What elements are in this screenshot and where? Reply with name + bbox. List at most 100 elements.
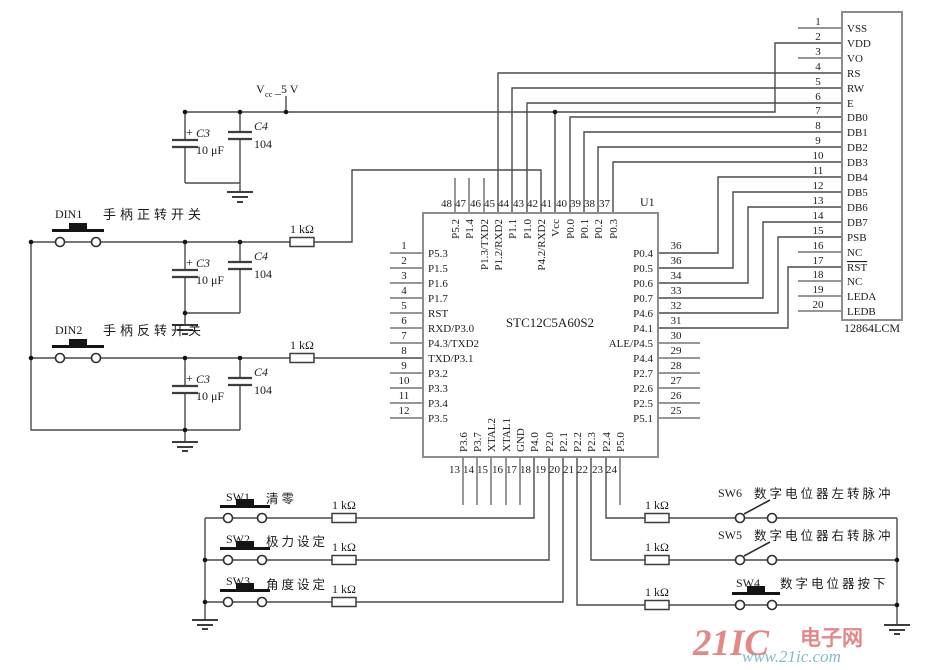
sw4-desc: 数字电位器按下 xyxy=(780,576,889,591)
pin-num: 21 xyxy=(563,464,574,476)
r-din2: 1 kΩ xyxy=(290,338,314,352)
pin-num: 1 xyxy=(815,16,821,28)
r-sw3: 1 kΩ xyxy=(332,582,356,596)
sw6-desc: 数字电位器左转脉冲 xyxy=(754,486,894,501)
pin-num: 10 xyxy=(813,150,825,162)
pin-num: 3 xyxy=(815,46,821,58)
pin-name: DB7 xyxy=(847,217,868,229)
ic-bottom-pins: 13 P3.6 14 P3.7 15 XTAL2 16 XTAL1 17 GND… xyxy=(449,418,627,476)
pin-name: P1.1 xyxy=(507,219,519,239)
pin-name: P2.7 xyxy=(633,368,653,380)
sw2-ref: SW2 xyxy=(226,532,250,546)
pin-name: P4.1 xyxy=(633,323,653,335)
pin-name: XTAL1 xyxy=(501,418,513,452)
pin-num: 12 xyxy=(399,405,410,417)
pin-name: P4.3/TXD2 xyxy=(428,338,479,350)
pin-num: 36 xyxy=(671,255,683,267)
pin-num: 28 xyxy=(671,360,683,372)
pin-num: 7 xyxy=(815,105,821,117)
pin-num: 16 xyxy=(492,464,504,476)
watermark: 21IC 电子网 www.21ic.com xyxy=(692,623,863,666)
pin-name: VO xyxy=(847,53,863,65)
pin-name: RS xyxy=(847,68,860,80)
pin-name: VDD xyxy=(847,38,871,50)
pin-name: DB1 xyxy=(847,127,868,139)
junction-dots xyxy=(28,109,900,608)
pin-num: 45 xyxy=(484,198,496,210)
pin-name: VSS xyxy=(847,23,867,35)
pin-name: RST xyxy=(847,262,867,274)
sw1-desc: 清零 xyxy=(266,492,297,506)
pin-num: 46 xyxy=(470,198,482,210)
pin-name: P5.0 xyxy=(615,432,627,452)
pin-name: P1.3/TXD2 xyxy=(479,219,491,270)
pin-num: 24 xyxy=(606,464,618,476)
resistor-labels: 1 kΩ 1 kΩ 1 kΩ 1 kΩ 1 kΩ 1 kΩ 1 kΩ 1 kΩ xyxy=(290,222,669,599)
ic-part-number: STC12C5A60S2 xyxy=(506,315,594,330)
pin-name: RW xyxy=(847,83,865,95)
pin-num: 25 xyxy=(671,405,683,417)
pin-num: 23 xyxy=(592,464,604,476)
pin-num: 5 xyxy=(401,300,407,312)
pin-name: P3.4 xyxy=(428,398,448,410)
pin-num: 20 xyxy=(549,464,561,476)
pin-num: 15 xyxy=(813,225,825,237)
pin-num: 27 xyxy=(671,375,683,387)
pin-name: P4.4 xyxy=(633,353,653,365)
pin-num: 44 xyxy=(498,198,510,210)
pin-name: GND xyxy=(515,428,527,452)
pin-num: 6 xyxy=(401,315,407,327)
c3-plus: + xyxy=(186,371,193,385)
pin-num: 6 xyxy=(815,91,821,103)
pin-name: P5.2 xyxy=(450,219,462,239)
din1-desc: 手柄正转开关 xyxy=(103,207,205,222)
lcd-pins: 1 VSS 2 VDD 3 VO 4 RS 5 RW 6 E 7 DB0 8 D… xyxy=(813,16,877,318)
sw5-lever xyxy=(743,541,771,557)
pin-num: 13 xyxy=(449,464,461,476)
ic-right-pins: 36 P0.4 36 P0.5 34 P0.6 33 P0.7 32 P4.6 … xyxy=(609,240,682,425)
pin-name: P4.6 xyxy=(633,308,653,320)
pin-name: P2.6 xyxy=(633,383,653,395)
pin-name: DB2 xyxy=(847,142,868,154)
pin-num: 17 xyxy=(813,255,825,267)
pin-name: DB4 xyxy=(847,172,868,184)
pin-name: P5.1 xyxy=(633,413,653,425)
sw1-ref: SW1 xyxy=(226,490,250,504)
pin-name: P0.3 xyxy=(608,219,620,239)
pin-name: ALE/P4.5 xyxy=(609,338,654,350)
pin-num: 18 xyxy=(520,464,532,476)
c3-value: 10 μF xyxy=(196,389,224,403)
watermark-site: 电子网 xyxy=(800,626,863,650)
pin-name: DB6 xyxy=(847,202,868,214)
pin-num: 9 xyxy=(401,360,407,372)
c4-value: 104 xyxy=(254,383,272,397)
pin-num: 31 xyxy=(671,315,682,327)
pin-num: 22 xyxy=(577,464,588,476)
pin-name: P1.6 xyxy=(428,278,448,290)
pin-num: 3 xyxy=(401,270,407,282)
pin-name: DB5 xyxy=(847,187,868,199)
watermark-url: www.21ic.com xyxy=(742,647,841,666)
c4-ref: C4 xyxy=(254,365,268,379)
sw6-ref: SW6 xyxy=(718,486,742,500)
r-sw4: 1 kΩ xyxy=(645,585,669,599)
pin-num: 14 xyxy=(813,210,825,222)
pin-name: P0.6 xyxy=(633,278,653,290)
ic-ref: U1 xyxy=(640,195,655,209)
pin-name: RST xyxy=(428,308,448,320)
pin-num: 48 xyxy=(441,198,453,210)
pin-name: P2.1 xyxy=(558,432,570,452)
capacitor-plates xyxy=(172,130,252,395)
c3-value: 10 μF xyxy=(196,143,224,157)
ic-body xyxy=(422,212,659,458)
pin-num: 17 xyxy=(506,464,518,476)
cap-group-din1: + C3 10 μF C4 104 xyxy=(186,249,272,287)
pin-name: Vcc xyxy=(550,219,562,237)
pin-num: 12 xyxy=(813,180,824,192)
pin-name: P0.0 xyxy=(565,219,577,239)
pin-num: 37 xyxy=(599,198,611,210)
c3-ref: C3 xyxy=(196,372,210,386)
pin-num: 29 xyxy=(671,345,683,357)
c4-ref: C4 xyxy=(254,249,268,263)
c3-plus: + xyxy=(186,125,193,139)
